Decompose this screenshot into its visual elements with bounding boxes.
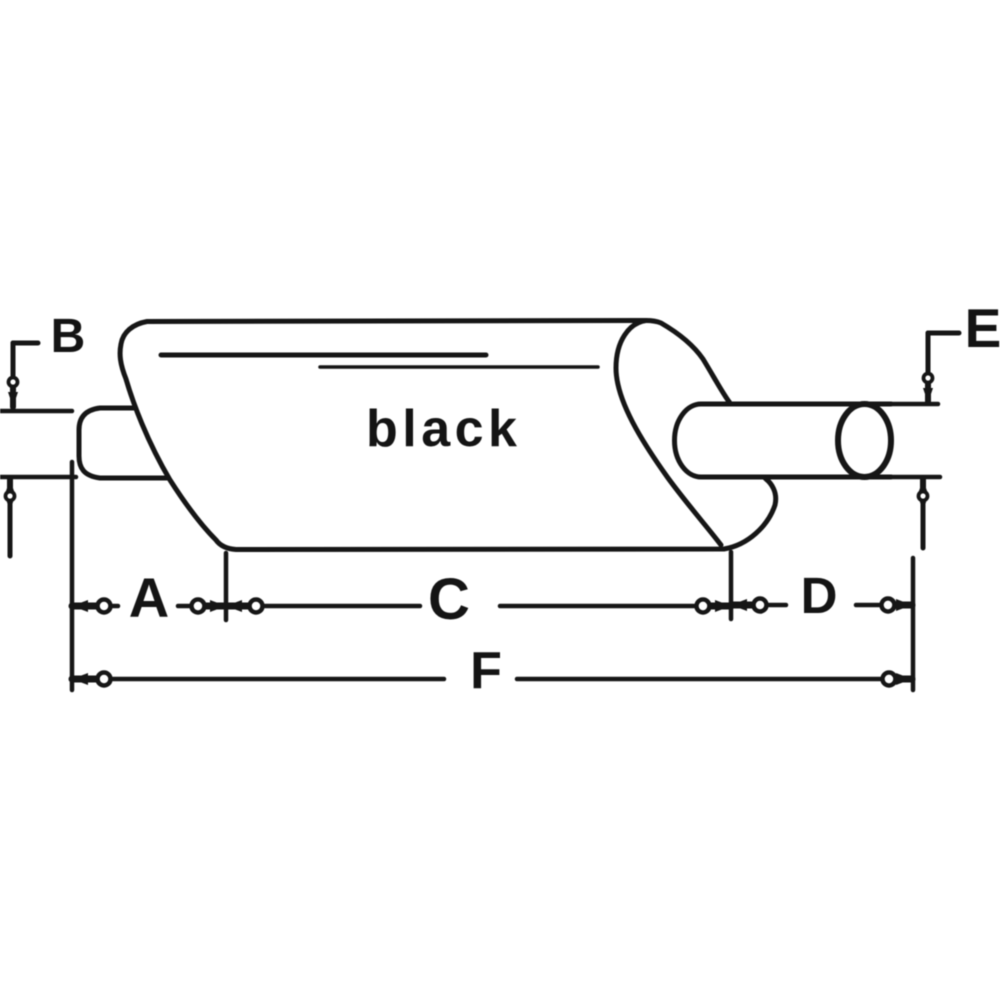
svg-text:D: D xyxy=(801,567,838,624)
svg-text:black: black xyxy=(366,400,521,458)
svg-text:C: C xyxy=(428,567,470,632)
svg-text:A: A xyxy=(129,566,169,629)
svg-text:B: B xyxy=(51,310,86,363)
svg-text:E: E xyxy=(965,297,1000,359)
svg-text:F: F xyxy=(470,642,502,700)
